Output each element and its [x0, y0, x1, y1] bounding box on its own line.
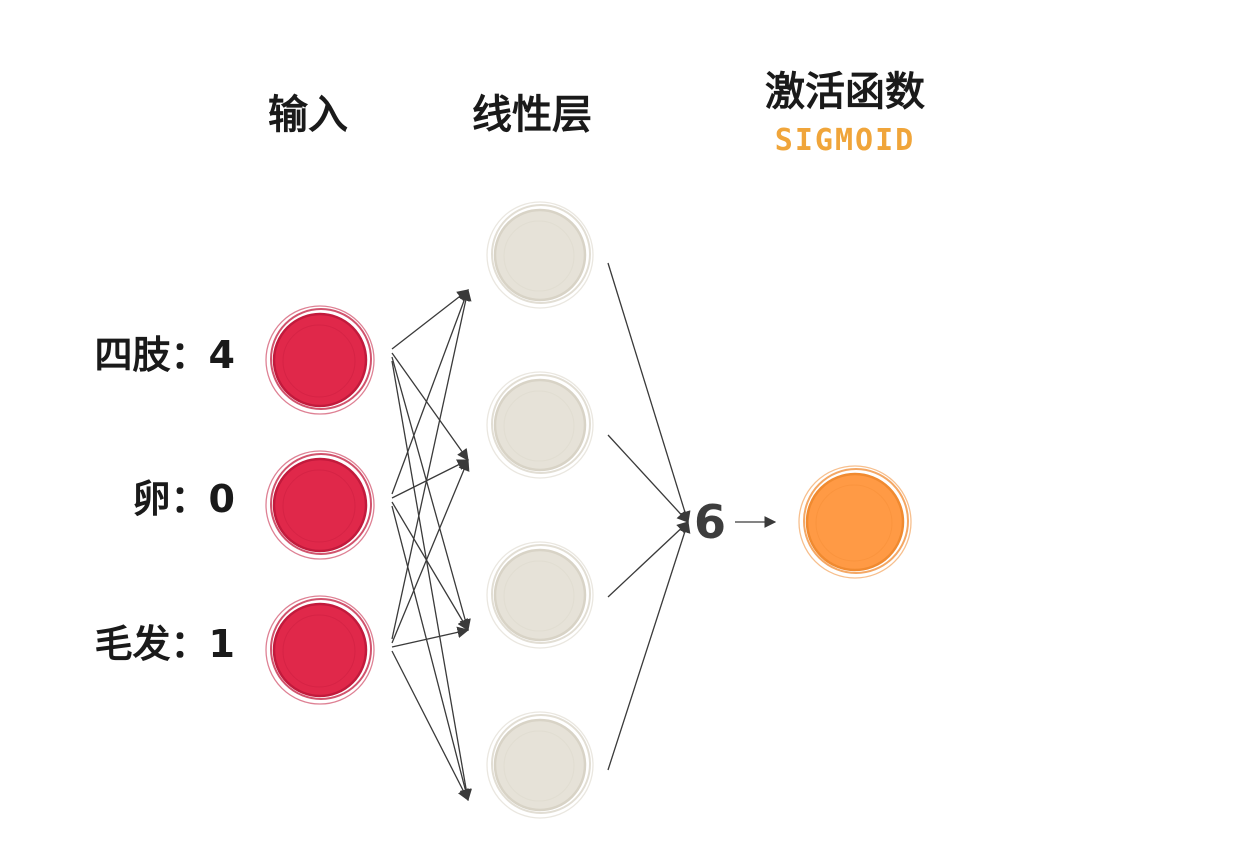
header-input: 输入 — [268, 92, 348, 138]
edge-input-2-to-hidden-0 — [391, 288, 472, 640]
edge-input-1-to-hidden-2 — [391, 501, 469, 632]
edge-input-2-to-hidden-2 — [391, 626, 470, 648]
hidden-to-sum-edges — [607, 262, 691, 771]
hidden-node-3 — [486, 711, 594, 819]
edge-hidden-0-to-sum — [607, 262, 691, 524]
linear-sum-value: 6 — [694, 495, 726, 549]
hidden-node-0 — [486, 201, 594, 309]
edge-input-2-to-hidden-3 — [391, 650, 469, 802]
edge-hidden-1-to-sum — [607, 434, 689, 523]
edge-input-1-to-hidden-1 — [391, 459, 470, 499]
edge-input-2-to-hidden-1 — [391, 458, 470, 644]
hidden-node-1 — [486, 371, 594, 479]
edge-input-1-to-hidden-3 — [391, 505, 472, 802]
network-nodes — [265, 201, 912, 819]
input-label-limbs: 四肢：4 — [95, 333, 235, 377]
edge-input-1-to-hidden-0 — [391, 288, 470, 495]
sigmoid-output-node — [798, 465, 912, 579]
input-label-eggs: 卵：0 — [133, 477, 235, 521]
header-activation: 激活函数 — [765, 69, 925, 115]
edge-input-0-to-hidden-0 — [391, 289, 469, 350]
edge-input-0-to-hidden-2 — [391, 356, 471, 632]
input-node-2 — [265, 595, 375, 705]
input-node-0 — [265, 305, 375, 415]
edge-hidden-2-to-sum — [607, 521, 689, 598]
edge-input-0-to-hidden-3 — [391, 360, 472, 802]
header-activation-subtitle: SIGMOID — [775, 123, 915, 158]
hidden-node-2 — [486, 541, 594, 649]
input-label-hair: 毛发：1 — [95, 622, 235, 666]
input-to-hidden-edges — [391, 288, 472, 802]
header-linear-layer: 线性层 — [472, 92, 592, 138]
edge-input-0-to-hidden-1 — [391, 352, 469, 461]
input-node-1 — [265, 450, 375, 560]
edge-hidden-3-to-sum — [607, 520, 691, 771]
